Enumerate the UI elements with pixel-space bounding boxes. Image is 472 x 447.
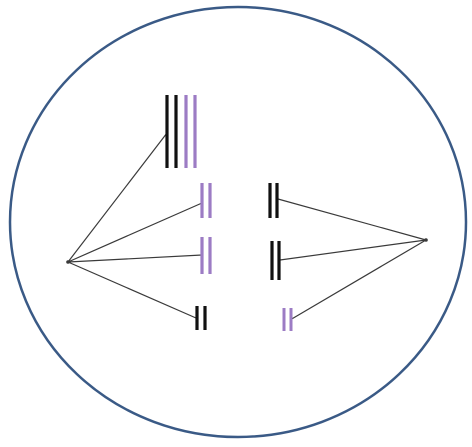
spindle-fiber (290, 240, 426, 320)
left-spindle (68, 133, 202, 318)
chromosome-short-black (197, 306, 205, 330)
cell-membrane (10, 7, 466, 437)
chromosome-medium-purple (202, 237, 210, 274)
spindle-fiber (68, 262, 196, 318)
spindle-fiber (68, 133, 167, 262)
right-spindle-pole (424, 238, 428, 242)
chromosome-medium-purple (202, 183, 210, 218)
right-spindle (278, 199, 426, 320)
spindle-fiber (278, 199, 426, 240)
left-spindle-pole (66, 260, 70, 264)
spindle-fiber (68, 255, 202, 262)
spindle-fiber (68, 203, 202, 262)
chromosome-medium-black (272, 241, 279, 280)
chromosome-long-purple (186, 95, 195, 168)
chromosome-long-black (167, 95, 176, 168)
chromosome-medium-black (270, 183, 277, 218)
spindle-fiber (280, 240, 426, 260)
chromosome-short-purple (284, 308, 291, 331)
